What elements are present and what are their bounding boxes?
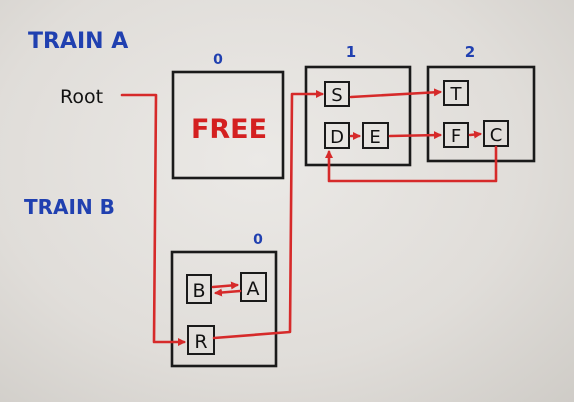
- object-a-label: A: [247, 278, 260, 300]
- train-b-car-0: [170, 250, 278, 368]
- object-f-label: F: [451, 126, 461, 147]
- object-e-label: E: [369, 127, 380, 148]
- train-a-car-0: [171, 70, 285, 180]
- object-c: C: [483, 120, 509, 147]
- train-a-car-2: [426, 65, 536, 163]
- object-r-label: R: [194, 331, 207, 353]
- pointer-root-to-r: [120, 93, 186, 346]
- object-a: A: [240, 272, 267, 302]
- object-s-label: S: [331, 85, 342, 106]
- object-t-label: T: [450, 84, 463, 105]
- object-b-label: B: [192, 280, 205, 302]
- object-b: B: [186, 274, 212, 304]
- object-d: D: [324, 122, 350, 149]
- pointer-s-to-t: [349, 88, 442, 99]
- pointer-e-to-f: [388, 131, 442, 140]
- object-f: F: [443, 122, 469, 148]
- train-a-heading: TRAIN A: [28, 29, 128, 54]
- object-d-label: D: [330, 127, 344, 148]
- free-label: FREE: [191, 114, 267, 145]
- pointer-b-to-a: [211, 281, 239, 290]
- pointer-c-to-d: [325, 145, 498, 183]
- car-number-a0: 0: [213, 52, 223, 68]
- car-number-b0: 0: [253, 232, 263, 248]
- car-number-a2: 2: [465, 43, 475, 61]
- train-a-car-1: [304, 65, 412, 167]
- object-r: R: [187, 325, 215, 355]
- root-label: Root: [60, 86, 103, 108]
- object-t: T: [443, 80, 469, 106]
- pointer-a-to-b: [214, 288, 242, 297]
- object-s: S: [324, 81, 350, 107]
- train-b-heading: TRAIN B: [24, 195, 115, 219]
- object-c-label: C: [490, 125, 503, 146]
- pointer-r-to-s: [212, 90, 324, 340]
- object-e: E: [362, 122, 389, 149]
- pointer-f-to-c: [468, 130, 482, 139]
- car-number-a1: 1: [346, 43, 356, 61]
